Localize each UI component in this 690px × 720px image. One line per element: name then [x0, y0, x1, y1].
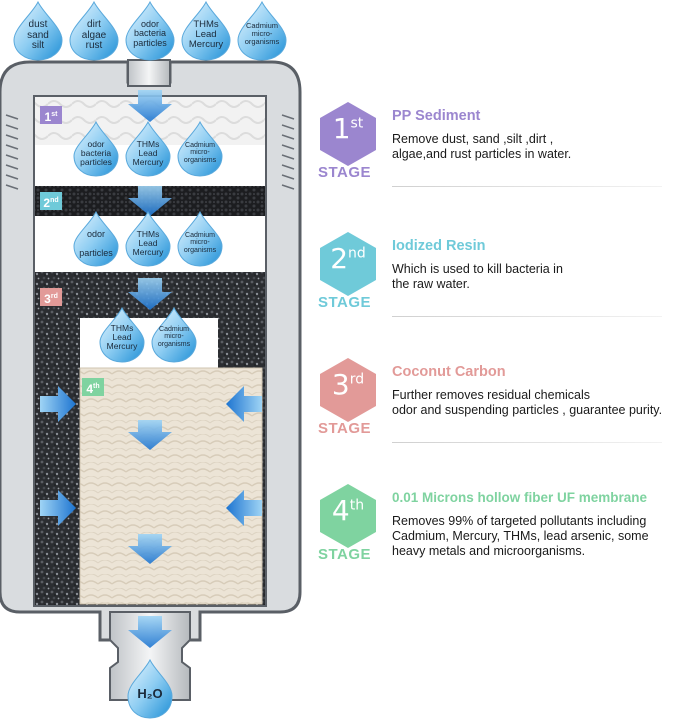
water-drop: [13, 0, 63, 61]
flow-arrow-side: [40, 490, 76, 526]
drops-top: [13, 0, 287, 61]
stage-4: 4th STAGE 0.01 Microns hollow fiber UF m…: [318, 484, 690, 576]
flow-arrow: [128, 534, 172, 564]
stage-title: 0.01 Microns hollow fiber UF membrane: [392, 490, 648, 505]
stage-word: STAGE: [318, 164, 372, 181]
water-drop: [73, 120, 119, 177]
stage-2: 2nd STAGE Iodized Resin Which is used to…: [318, 232, 690, 324]
stage-number: 1st: [332, 112, 364, 145]
flow-arrow-side: [226, 490, 262, 526]
stage-title: PP Sediment: [392, 108, 481, 124]
thread-left: [5, 114, 19, 190]
stage-divider: [392, 316, 662, 317]
water-drop: [177, 210, 223, 267]
layer-badge-2: 2nd: [40, 192, 62, 210]
drops-layer1: [35, 120, 265, 185]
layer-badge-1: 1st: [40, 106, 62, 124]
water-drop: [125, 210, 171, 267]
drop-label-l2-1: odor particles: [79, 229, 113, 258]
layer-badge-3: 3rd: [40, 288, 62, 306]
inlet-pipe: [127, 59, 171, 87]
stage-number: 4th: [331, 494, 365, 527]
output-label: H₂O: [137, 686, 163, 701]
stage-title: Coconut Carbon: [392, 364, 506, 380]
stage-hex-4: [320, 484, 376, 548]
water-drop: [237, 0, 287, 61]
drops-layer3: [99, 306, 197, 363]
water-drop: [73, 210, 119, 267]
water-drop: [125, 0, 175, 61]
stage-1: 1st STAGE PP Sediment Remove dust, sand …: [318, 102, 690, 194]
stage-description: Further removes residual chemicals odor …: [392, 388, 663, 417]
stage-number: 2nd: [330, 242, 366, 275]
drops-layer2: [35, 210, 265, 272]
outlet-pipe: [109, 611, 191, 701]
stage-word: STAGE: [318, 546, 372, 563]
stage-hex-2: [320, 232, 376, 296]
stage-description: Remove dust, sand ,silt ,dirt ,algae,and…: [392, 132, 572, 161]
stage-divider: [392, 186, 662, 187]
stage-word: STAGE: [318, 420, 372, 437]
flow-arrow-side: [40, 386, 76, 422]
water-drop: [99, 306, 145, 363]
layer-badge-4: 4th: [82, 378, 104, 396]
flow-arrow: [128, 616, 172, 648]
stage-divider: [392, 442, 662, 443]
water-drop: [151, 306, 197, 363]
water-drop: [69, 0, 119, 61]
stage-hex-3: [320, 358, 376, 422]
water-drop: [125, 120, 171, 177]
thread-right: [281, 114, 295, 190]
water-drop-output: [127, 658, 173, 719]
stage-title: Iodized Resin: [392, 238, 486, 254]
stage-hex-1: [320, 102, 376, 166]
water-drop: [177, 120, 223, 177]
flow-arrow: [128, 186, 172, 216]
stage-number: 3rd: [331, 368, 365, 401]
stage-description: Removes 99% of targeted pollutants inclu…: [392, 514, 649, 558]
flow-arrow-side: [226, 386, 262, 422]
flow-arrow: [128, 420, 172, 450]
flow-arrow: [128, 90, 172, 122]
stage-3: 3rd STAGE Coconut Carbon Further removes…: [318, 358, 690, 450]
water-drop: [181, 0, 231, 61]
flow-arrow: [128, 278, 172, 310]
stage-word: STAGE: [318, 294, 372, 311]
